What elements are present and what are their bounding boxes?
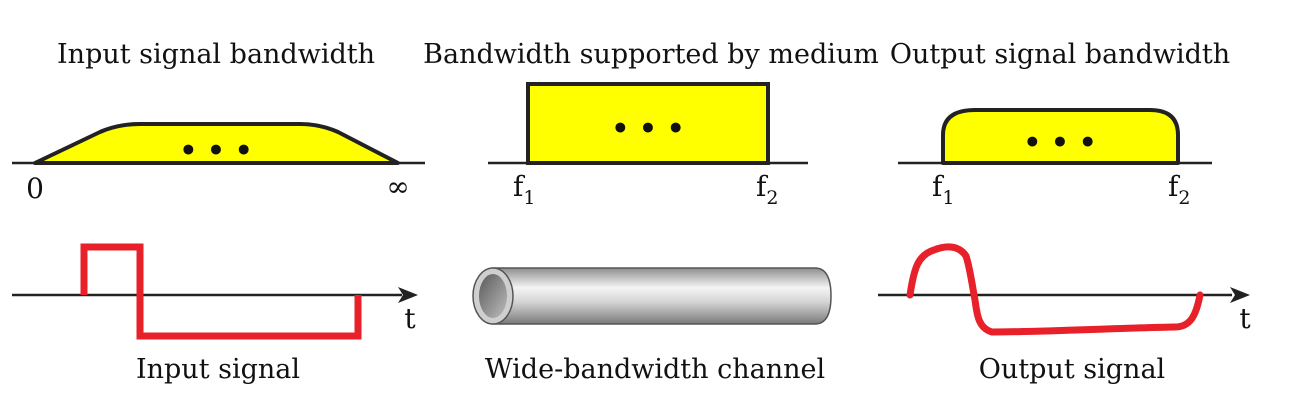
output-signal-caption: Output signal: [979, 354, 1165, 385]
medium-bandwidth-shape: [526, 82, 770, 165]
output-bandwidth-ellipsis: • • •: [1023, 126, 1096, 159]
input-signal-axis-arrowhead: [398, 287, 418, 303]
output-bandwidth-title: Output signal bandwidth: [890, 39, 1230, 70]
medium-bandwidth-panel: Bandwidth supported by medium • • • f1 f…: [423, 39, 879, 209]
input-signal-panel: t Input signal: [12, 243, 418, 385]
input-signal-waveform: [80, 243, 362, 340]
medium-f2-label: f2: [756, 170, 778, 209]
channel-caption: Wide-bandwidth channel: [485, 354, 825, 385]
output-signal-panel: t Output signal: [878, 243, 1251, 385]
channel-pipe-opening: [479, 274, 507, 318]
output-bandwidth-panel: Output signal bandwidth • • • f1 f2: [890, 39, 1230, 209]
medium-f1-label: f1: [513, 170, 535, 209]
input-bandwidth-infinity-label: ∞: [386, 170, 409, 203]
medium-bandwidth-ellipsis: • • •: [611, 112, 684, 145]
input-signal-t-label: t: [404, 302, 416, 335]
output-f1-label: f1: [932, 170, 954, 209]
output-f2-label: f2: [1168, 170, 1190, 209]
output-signal-waveform: [906, 243, 1204, 336]
input-bandwidth-ellipsis: • • •: [179, 134, 252, 167]
output-signal-axis-arrowhead: [1230, 287, 1250, 303]
input-signal-caption: Input signal: [136, 354, 300, 385]
channel-pipe-body: [492, 267, 832, 325]
input-bandwidth-shape: [33, 122, 400, 165]
medium-bandwidth-title: Bandwidth supported by medium: [423, 39, 879, 70]
input-bandwidth-zero-label: 0: [26, 172, 44, 205]
output-bandwidth-shape: [941, 108, 1180, 165]
output-signal-t-label: t: [1239, 302, 1251, 335]
input-bandwidth-panel: Input signal bandwidth • • • 0 ∞: [12, 39, 425, 205]
channel-panel: Wide-bandwidth channel: [472, 267, 832, 385]
input-bandwidth-title: Input signal bandwidth: [57, 39, 375, 70]
